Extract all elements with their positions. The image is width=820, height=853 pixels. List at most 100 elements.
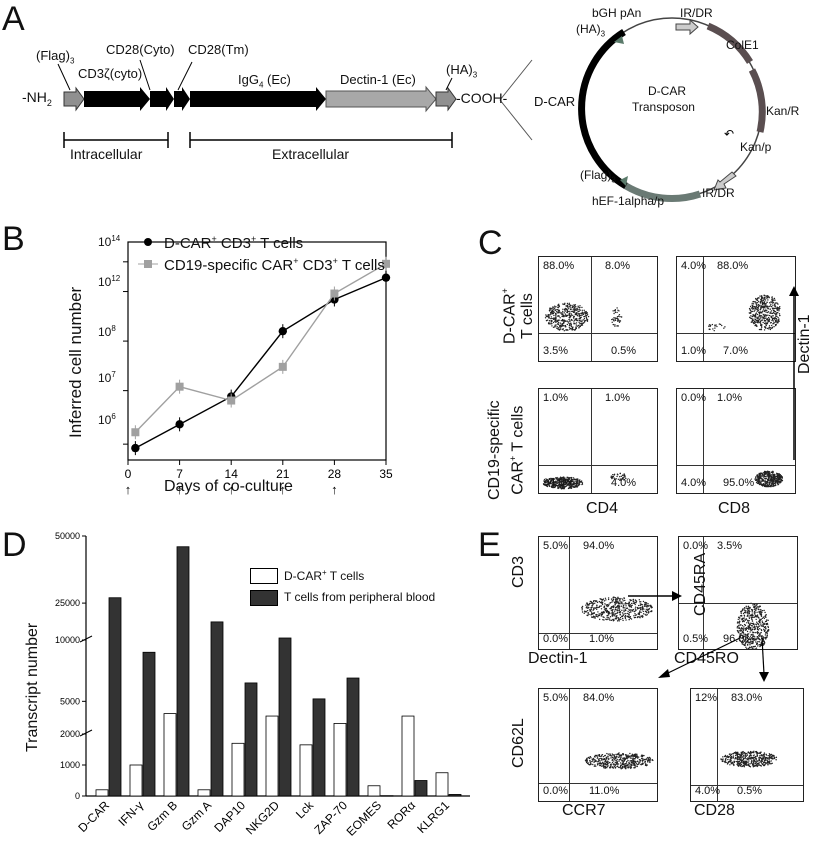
d-legend-2: T cells from peripheral blood [284,590,436,604]
e-ylabel-2: CD62L [510,718,527,768]
b-series-line-1 [134,263,387,433]
c-flow-3-gate-v [703,389,704,493]
c-flow-1-quadrant-tr: 88.0% [717,260,749,272]
c-flow-1-gate-v [703,257,704,361]
c-dectin-arrow [789,286,799,460]
flag-label: (Flag)3 [36,48,75,66]
ha-label: (HA)3 [446,62,478,80]
irdr-top-arrow [675,18,699,36]
b-stim-arrow: ↑ [331,482,338,497]
d-bar-1 [244,682,258,797]
c-flow-3-quadrant-br: 95.0% [723,477,755,489]
cd28cyto-label: CD28(Cyto) [106,42,175,57]
b-ytick-6: 106 [98,412,116,427]
panel-a-construct: ↶ (Flag)3 -NH2 CD3ζ(cyto) CD28(Cyto) CD2… [0,0,820,220]
plasmid-ha-label: (HA)3 [576,22,606,39]
b-point-cd19 [227,396,236,405]
b-series-line-0 [135,277,387,449]
plasmid-flag-label: (Flag)3 [580,168,616,185]
c-flow-3-plot: 0.0%1.0%4.0%95.0% [676,388,796,494]
c-flow-3-gate-h [677,465,795,466]
e-flow-1-gate-v [703,537,704,649]
e-xlabel-1: CD45RO [674,650,739,667]
b-point-cd19 [278,362,287,371]
d-legend-swatch-2 [250,590,278,606]
d-bar-0 [197,789,211,797]
b-point-dcar [175,420,184,429]
b-xlabel: Days of co-culture [164,478,293,495]
panel-label-d: D [2,526,27,564]
e-flow-3-dots [720,750,778,768]
c-flow-0-quadrant-tl: 88.0% [543,260,575,272]
b-point-cd19 [330,289,339,298]
e-flow-0-quadrant-tr: 94.0% [583,540,615,552]
d-bar-0 [129,764,143,797]
dectin-label: Dectin-1 (Ec) [340,72,416,87]
d-bar-0 [163,713,177,797]
c-flow-0-quadrant-tr: 8.0% [605,260,631,272]
c-flow-1-gate-h [677,333,795,334]
c-flow-2-quadrant-tl: 1.0% [543,392,569,404]
b-ytick-14: 1014 [98,234,121,249]
e-xlabel-0: Dectin-1 [528,650,588,667]
d-category-label: Lck [293,798,317,822]
d-bar-1 [448,794,462,797]
e-flow-0-gate-h [539,633,657,634]
d-ytick-label: 25000 [55,598,80,608]
b-xtick-label: 28 [328,467,342,481]
d-axis-break [79,729,93,737]
hef-label: hEF-1alpha/p [592,194,665,208]
kanr-arc [748,68,766,133]
b-ytick-12: 1012 [98,274,121,289]
e-flow-1-dots [736,602,770,649]
b-ylabel: Inferred cell number [66,286,85,438]
e-flow-1-quadrant-tr: 3.5% [717,540,743,552]
b-stim-arrow: ↑ [280,482,287,497]
d-axis-break [79,635,93,643]
b-point-cd19 [382,259,390,268]
d-bar-1 [210,621,224,797]
d-ytick-label: 2000 [60,729,80,739]
e-flow-2-plot: 5.0%84.0%0.0%11.0% [538,688,658,802]
e-flow-3-quadrant-tr: 83.0% [731,692,763,704]
e-flow-1-quadrant-tl: 0.0% [683,540,709,552]
d-bar-1 [176,546,190,797]
cd28tm-segment [174,87,190,111]
e-flow-2-gate-v [569,689,570,801]
e-flow-0-gate-v [569,537,570,649]
kanr-label: Kan/R [766,104,800,118]
b-xtick-label: 0 [125,467,132,481]
c-flow-2-quadrant-bl: 94.0% [543,477,575,489]
c-flow-2-gate-h [539,465,657,466]
c-flow-2-gate-v [591,389,592,493]
d-bar-0 [333,723,347,797]
plasmid-title-1: D-CAR [648,84,686,98]
b-point-cd19 [175,382,184,391]
e-flow-0-dots [581,596,653,622]
dcar-label: D-CAR [534,94,576,109]
e-flow-1-quadrant-bl: 0.5% [683,633,709,645]
d-bar-1 [278,637,292,797]
d-bar-0 [231,742,245,797]
d-category-label: DAP10 [211,798,248,835]
d-bar-1 [380,795,394,797]
e-flow-3-quadrant-bl: 4.0% [695,785,721,797]
b-xtick-label: 7 [176,467,183,481]
c-flow-3-quadrant-bl: 4.0% [681,477,707,489]
c-flow-0-plot: 88.0%8.0%3.5%0.5% [538,256,658,362]
d-bar-1 [312,698,326,797]
dcar-arc [578,29,628,190]
b-xtick-label: 21 [276,467,290,481]
e-flow-0-quadrant-bl: 0.0% [543,633,569,645]
d-ytick-label: 0 [75,791,80,801]
cd28tm-label: CD28(Tm) [188,42,249,57]
panel-label-a: A [2,0,25,38]
c-flow-1-plot: 4.0%88.0%1.0%7.0% [676,256,796,362]
kanp-marker: ↶ [724,127,734,141]
cooh-label: -COOH- [456,90,508,106]
d-legend-1: D-CAR+ T cells [284,568,365,583]
c-flow-2-plot: 1.0%1.0%94.0%4.0% [538,388,658,494]
e-flow-2-quadrant-tr: 84.0% [583,692,615,704]
